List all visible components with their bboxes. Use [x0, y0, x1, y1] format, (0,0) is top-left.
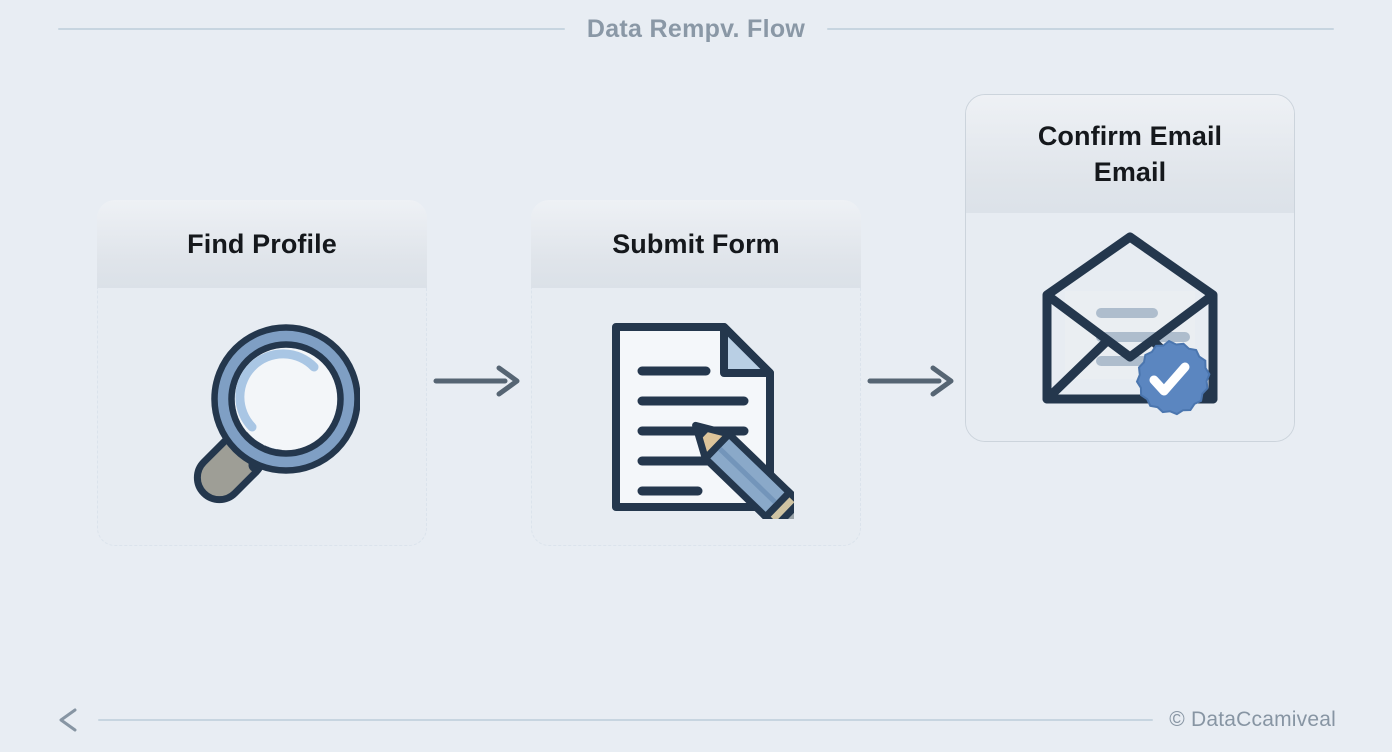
chevron-left-icon[interactable]	[56, 706, 82, 734]
flow-step-header: Find Profile	[97, 200, 427, 288]
copyright-text: © DataCcamiveal	[1169, 708, 1336, 731]
flow-connector-2	[861, 364, 965, 398]
flow-connector-1	[427, 364, 531, 398]
document-pencil-icon	[598, 315, 794, 519]
flow-step-find-profile[interactable]: Find Profile	[97, 200, 427, 546]
flow-step-title: Confirm Email Email	[1037, 120, 1223, 187]
header-rule-right	[827, 28, 1335, 30]
flow-step-submit-form[interactable]: Submit Form	[531, 200, 861, 546]
footer-rule	[98, 719, 1154, 721]
page-footer: © DataCcamiveal	[0, 688, 1392, 752]
header-rule-left	[58, 28, 565, 30]
flow-step-body	[531, 288, 861, 546]
flow-step-confirm-email[interactable]: Confirm Email Email	[965, 94, 1295, 442]
flow-step-title: Submit Form	[612, 228, 780, 259]
magnifier-icon	[164, 323, 360, 511]
flow-diagram: Find Profile	[0, 58, 1392, 688]
flow-step-body	[966, 213, 1294, 441]
page-title: Data Rempv. Flow	[586, 14, 806, 43]
flow-step-header: Submit Form	[531, 200, 861, 288]
flow-step-header: Confirm Email Email	[966, 95, 1294, 213]
arrow-right-icon	[867, 365, 954, 397]
page-header: Data Rempv. Flow	[0, 0, 1392, 58]
flow-step-body	[97, 288, 427, 546]
flow-step-title: Find Profile	[187, 228, 337, 259]
arrow-right-icon	[433, 365, 520, 397]
verified-envelope-icon	[1035, 229, 1225, 425]
